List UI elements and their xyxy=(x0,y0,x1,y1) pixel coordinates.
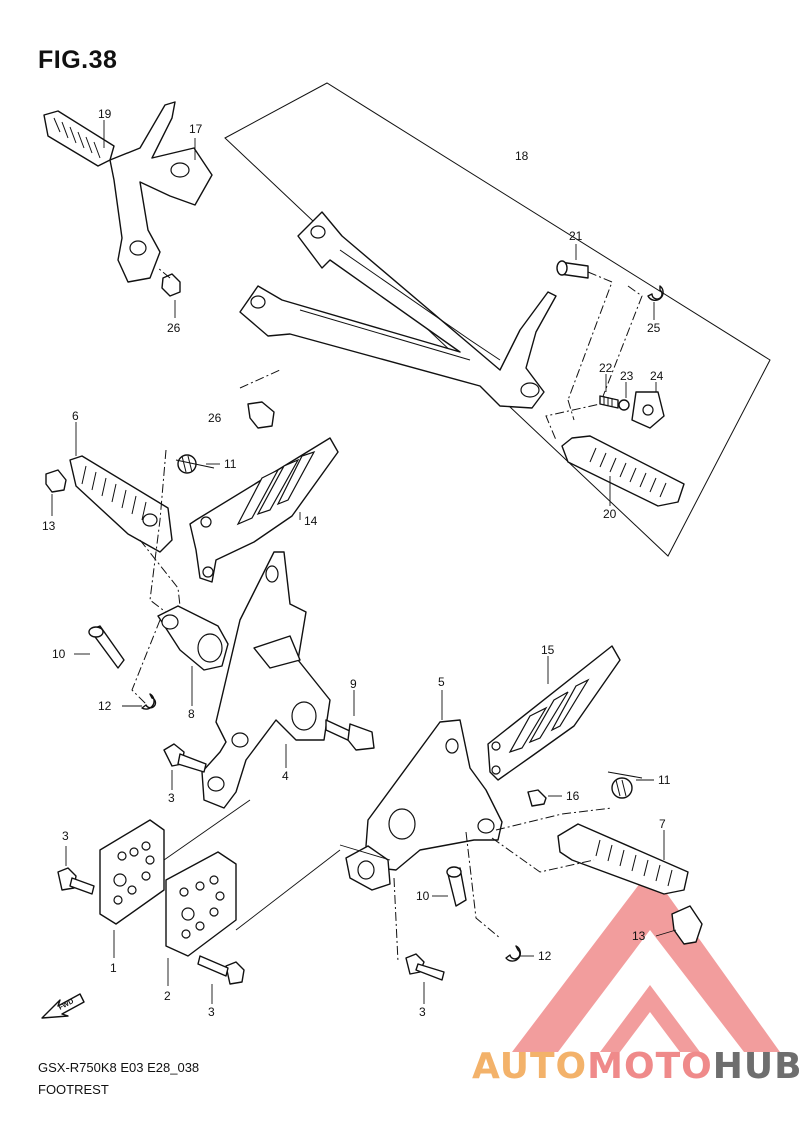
front-bracket-5 xyxy=(365,690,503,871)
front-footrest-right xyxy=(557,823,689,895)
callout-3-left: 3 xyxy=(62,829,69,843)
bolt-16 xyxy=(527,789,562,807)
callout-5: 5 xyxy=(438,675,445,689)
callout-6: 6 xyxy=(72,409,79,423)
mounting-plate-2 xyxy=(165,851,237,986)
watermark-auto: AUTO xyxy=(472,1046,588,1087)
footrest-pivot-8 xyxy=(157,605,229,706)
bolt-3-lower-left xyxy=(197,955,245,1004)
callout-3-upper: 3 xyxy=(168,791,175,805)
callout-12-right: 12 xyxy=(538,949,552,963)
fwd-arrow: FWD xyxy=(41,993,85,1019)
rear-detent-parts xyxy=(599,374,665,429)
bolt-3-upper xyxy=(163,743,207,790)
figure-title: FIG.38 xyxy=(38,46,118,74)
callout-7: 7 xyxy=(659,817,666,831)
callout-3-lower-left: 3 xyxy=(208,1005,215,1019)
callout-13-left: 13 xyxy=(42,519,56,533)
callout-14: 14 xyxy=(304,514,318,528)
heel-guard-14 xyxy=(189,437,339,583)
callout-11-right: 11 xyxy=(658,773,671,787)
rear-bolt-26 xyxy=(239,369,281,429)
callout-8: 8 xyxy=(188,707,195,721)
callout-15: 15 xyxy=(541,643,555,657)
footrest-pin-10-left xyxy=(74,625,125,669)
callout-16: 16 xyxy=(566,789,580,803)
footrest-rubber-13-right xyxy=(655,905,703,945)
callout-11-left: 11 xyxy=(224,457,237,471)
callout-10-right: 10 xyxy=(416,889,430,903)
footrest-spring-11-right xyxy=(607,771,654,799)
callout-9: 9 xyxy=(350,677,357,691)
rear-pin xyxy=(556,244,589,279)
callout-4: 4 xyxy=(282,769,289,783)
callout-19: 19 xyxy=(98,107,112,121)
bolt-9 xyxy=(325,690,375,751)
callout-1: 1 xyxy=(110,961,117,975)
watermark-logo xyxy=(512,870,780,1052)
watermark-hub: HUB xyxy=(712,1046,800,1087)
callout-26-lower: 26 xyxy=(208,411,222,425)
callout-3-lower-right: 3 xyxy=(419,1005,426,1019)
footrest-spring-11-left xyxy=(175,454,220,474)
e-clip-12-left xyxy=(122,693,157,710)
callout-22: 22 xyxy=(599,361,613,375)
mounting-plate-1 xyxy=(99,819,165,958)
front-footrest-left xyxy=(69,422,173,553)
callout-25: 25 xyxy=(647,321,661,335)
rear-footrest-left-group xyxy=(43,101,213,318)
watermark-moto: MOTO xyxy=(587,1046,713,1087)
callout-labels: 19 17 26 18 21 25 22 23 24 26 20 6 11 13… xyxy=(42,107,671,1019)
watermark-text: AUTOMOTOHUB xyxy=(472,1046,800,1087)
callout-13-right: 13 xyxy=(632,929,646,943)
callout-18: 18 xyxy=(515,149,529,163)
rear-footrest-right xyxy=(561,435,685,507)
callout-26-upper: 26 xyxy=(167,321,181,335)
callout-24: 24 xyxy=(650,369,664,383)
callout-12-left: 12 xyxy=(98,699,112,713)
footrest-pin-10-right xyxy=(432,866,467,907)
rear-footrest-bracket xyxy=(239,211,557,409)
callout-20: 20 xyxy=(603,507,617,521)
bolt-3-left xyxy=(57,846,95,895)
footrest-rubber-13-left xyxy=(45,469,67,516)
callout-10-left: 10 xyxy=(52,647,66,661)
e-clip-12-right xyxy=(505,945,534,962)
model-code: GSX-R750K8 E03 E28_038 xyxy=(38,1060,200,1075)
bolt-3-lower-right xyxy=(405,953,445,1004)
callout-17: 17 xyxy=(189,122,203,136)
rear-e-clip xyxy=(647,285,664,320)
front-bracket-4 xyxy=(201,551,331,809)
callout-21: 21 xyxy=(569,229,583,243)
heel-guard-15 xyxy=(487,645,621,781)
callout-23: 23 xyxy=(620,369,634,383)
rear-assembly-boundary xyxy=(224,82,771,557)
callout-2: 2 xyxy=(164,989,171,1003)
section-name: FOOTREST xyxy=(38,1082,109,1097)
